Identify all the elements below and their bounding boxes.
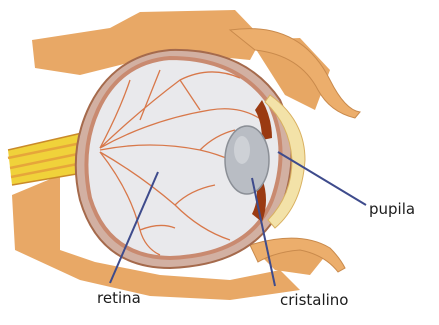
label-cristalino: cristalino [280,291,349,309]
label-pupila: pupila [369,200,415,218]
lens-highlight [234,136,250,164]
label-retina: retina [97,289,141,307]
